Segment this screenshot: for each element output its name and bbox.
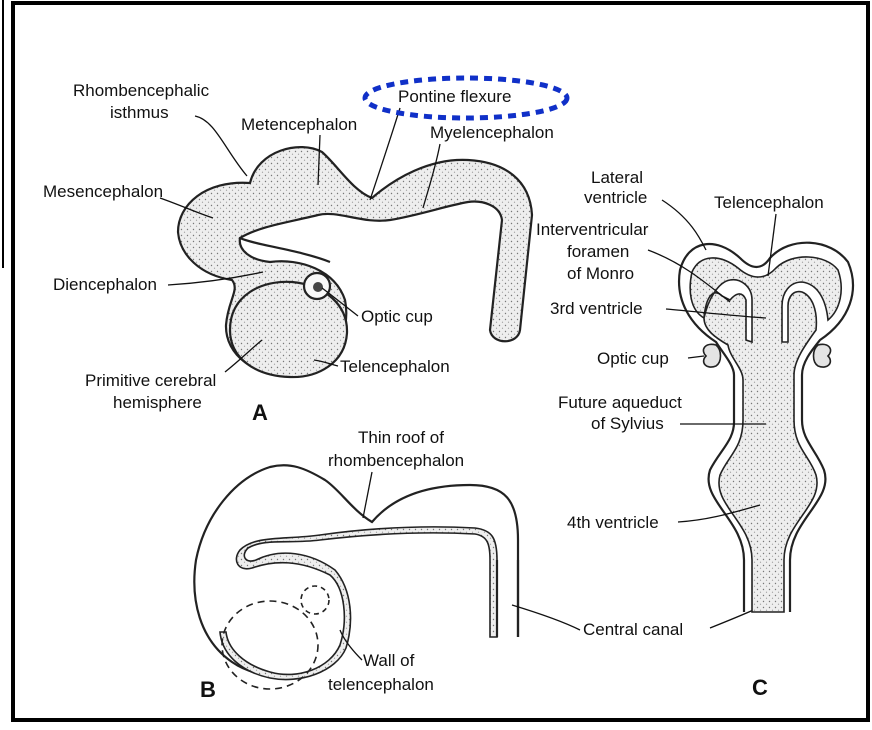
label-aqueduct-1: Future aqueduct xyxy=(558,393,682,412)
optic-cup-a-center xyxy=(313,282,323,292)
optic-cup-c-right xyxy=(814,344,831,367)
panel-letter-a: A xyxy=(252,400,268,425)
label-lateral-2: ventricle xyxy=(584,188,647,207)
panel-letter-c: C xyxy=(752,675,768,700)
label-rhomb-isthmus-2: isthmus xyxy=(110,103,169,122)
label-primitive-1: Primitive cerebral xyxy=(85,371,216,390)
label-metencephalon: Metencephalon xyxy=(241,115,357,134)
leader-central-canal-b xyxy=(512,605,580,630)
label-optic-cup-a: Optic cup xyxy=(361,307,433,326)
panel-a: Rhombencephalic isthmus Metencephalon Po… xyxy=(43,78,567,425)
panel-b: Thin roof of rhombencephalon Central can… xyxy=(194,428,762,702)
leader-optic-cup-c xyxy=(688,356,704,358)
leader-thin-roof xyxy=(363,472,372,518)
label-optic-cup-c: Optic cup xyxy=(597,349,669,368)
leader-lateral xyxy=(662,200,706,250)
optic-cup-c-left xyxy=(703,344,720,367)
label-telencephalon-a: Telencephalon xyxy=(340,357,450,376)
leader-rhomb-isthmus xyxy=(195,116,247,176)
label-interv-2: foramen xyxy=(567,242,629,261)
label-aqueduct-2: of Sylvius xyxy=(591,414,664,433)
label-pontine-flexure: Pontine flexure xyxy=(398,87,511,106)
label-lateral-1: Lateral xyxy=(591,168,643,187)
coronal-inner-wall xyxy=(690,257,841,612)
label-central-canal-b: Central canal xyxy=(583,620,683,639)
label-primitive-2: hemisphere xyxy=(113,393,202,412)
label-myelencephalon: Myelencephalon xyxy=(430,123,554,142)
label-telencephalon-c: Telencephalon xyxy=(714,193,824,212)
label-wall-2: telencephalon xyxy=(328,675,434,694)
label-mesencephalon: Mesencephalon xyxy=(43,182,163,201)
label-interv-1: Interventricular xyxy=(536,220,649,239)
label-wall-1: Wall of xyxy=(363,651,415,670)
label-rhomb-isthmus-1: Rhombencephalic xyxy=(73,81,210,100)
label-interv-3: of Monro xyxy=(567,264,634,283)
dashed-optic-cup xyxy=(301,586,329,614)
label-thin-roof-1: Thin roof of xyxy=(358,428,444,447)
primitive-hemisphere xyxy=(230,282,347,377)
label-thin-roof-2: rhombencephalon xyxy=(328,451,464,470)
label-fourth-ventricle: 4th ventricle xyxy=(567,513,659,532)
rhomb-roof-outline xyxy=(194,465,518,676)
panel-letter-b: B xyxy=(200,677,216,702)
label-diencephalon: Diencephalon xyxy=(53,275,157,294)
label-third-ventricle: 3rd ventricle xyxy=(550,299,643,318)
leader-telencephalon-c xyxy=(768,214,776,276)
